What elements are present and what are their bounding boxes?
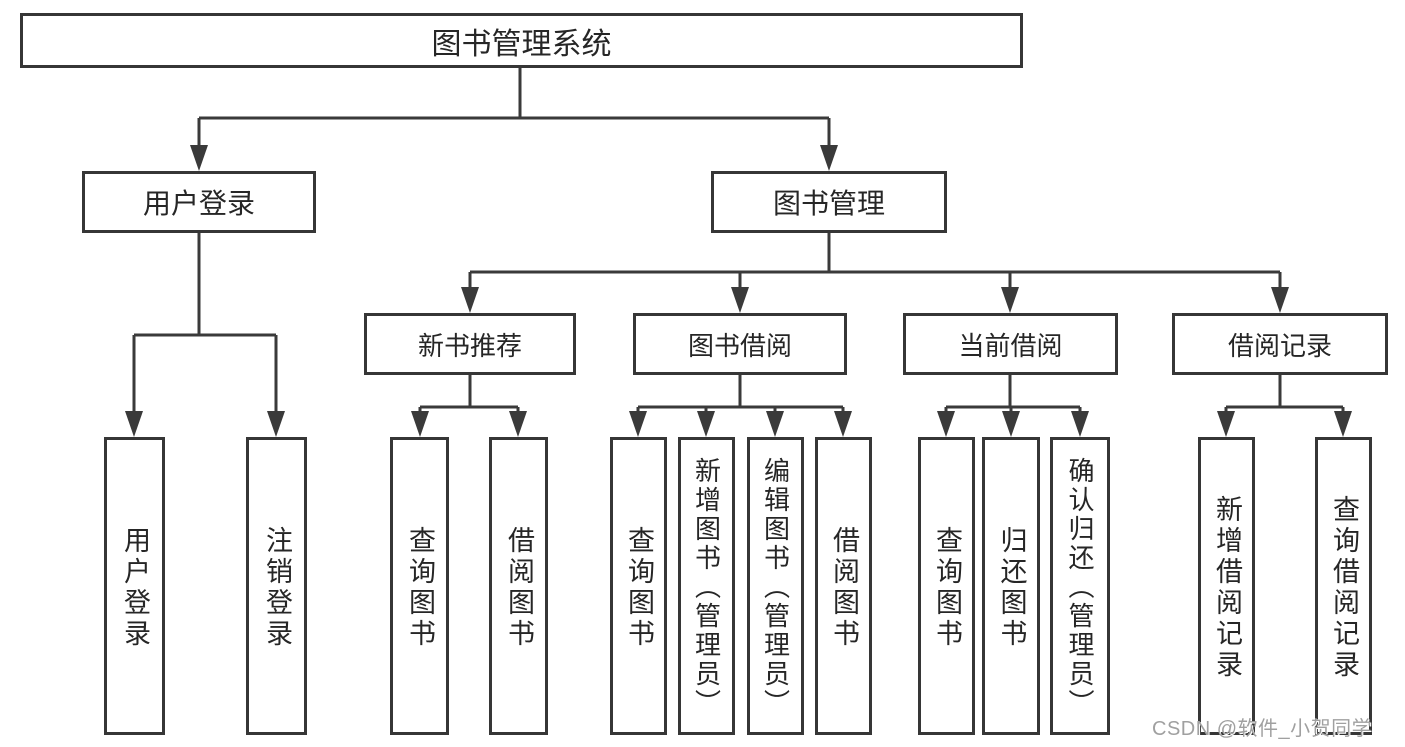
node-book-management: 图书管理 <box>711 171 947 233</box>
leaf-query-books-recommend-label: 查询图书 <box>405 525 435 650</box>
leaf-return-books-label: 归还图书 <box>996 525 1027 650</box>
arrowheads <box>125 145 1352 437</box>
leaf-edit-books-admin-label: 编辑图书（管理员） <box>760 457 791 718</box>
node-book-borrowing-label: 图书借阅 <box>687 330 792 361</box>
node-book-management-label: 图书管理 <box>772 188 885 219</box>
node-root-label: 图书管理系统 <box>431 27 612 61</box>
node-user-login-label: 用户登录 <box>142 188 255 219</box>
borrow-record-connector <box>1224 375 1345 432</box>
node-user-login: 用户登录 <box>82 171 316 233</box>
leaf-confirm-return-admin-label: 确认归还（管理员） <box>1065 457 1095 718</box>
leaf-query-books-recommend: 查询图书 <box>390 437 449 735</box>
leaf-add-borrow-record-label: 新增借阅记录 <box>1212 494 1242 681</box>
node-current-borrowing: 当前借阅 <box>903 313 1118 375</box>
node-new-book-recommend: 新书推荐 <box>364 313 576 375</box>
leaf-query-books-borrowing-label: 查询图书 <box>624 525 654 650</box>
node-current-borrowing-label: 当前借阅 <box>958 330 1063 361</box>
leaf-borrow-books-recommend-label: 借阅图书 <box>504 525 534 650</box>
node-root: 图书管理系统 <box>20 13 1023 68</box>
leaf-query-books-current-label: 查询图书 <box>932 525 962 650</box>
leaf-add-borrow-record: 新增借阅记录 <box>1198 437 1255 735</box>
leaf-return-books: 归还图书 <box>982 437 1040 735</box>
leaf-query-borrow-record-label: 查询借阅记录 <box>1329 494 1359 681</box>
leaf-logout-login: 注销登录 <box>246 437 307 735</box>
leaf-user-login-label: 用户登录 <box>120 525 150 650</box>
node-book-borrowing: 图书借阅 <box>633 313 847 375</box>
node-borrowing-records: 借阅记录 <box>1172 313 1388 375</box>
leaf-user-login: 用户登录 <box>104 437 165 735</box>
leaf-edit-books-admin: 编辑图书（管理员） <box>747 437 804 735</box>
leaf-confirm-return-admin: 确认归还（管理员） <box>1050 437 1110 735</box>
node-new-book-recommend-label: 新书推荐 <box>417 330 522 361</box>
root-connector <box>197 68 831 166</box>
leaf-borrow-books-borrowing-label: 借阅图书 <box>829 525 859 650</box>
leaf-logout-login-label: 注销登录 <box>262 525 292 650</box>
watermark-text: CSDN @软件_小贺同学 <box>1152 718 1373 740</box>
leaf-add-books-admin-label: 新增图书（管理员） <box>691 457 722 718</box>
user-login-connector <box>132 233 278 432</box>
leaf-borrow-books-borrowing: 借阅图书 <box>815 437 872 735</box>
leaf-query-books-borrowing: 查询图书 <box>610 437 667 735</box>
book-mgmt-connector <box>468 233 1282 308</box>
leaf-add-books-admin: 新增图书（管理员） <box>678 437 735 735</box>
leaf-query-books-current: 查询图书 <box>918 437 975 735</box>
node-borrowing-records-label: 借阅记录 <box>1227 330 1332 361</box>
leaf-borrow-books-recommend: 借阅图书 <box>489 437 548 735</box>
new-book-connector <box>418 375 520 432</box>
book-borrow-connector <box>636 375 845 432</box>
leaf-query-borrow-record: 查询借阅记录 <box>1315 437 1372 735</box>
